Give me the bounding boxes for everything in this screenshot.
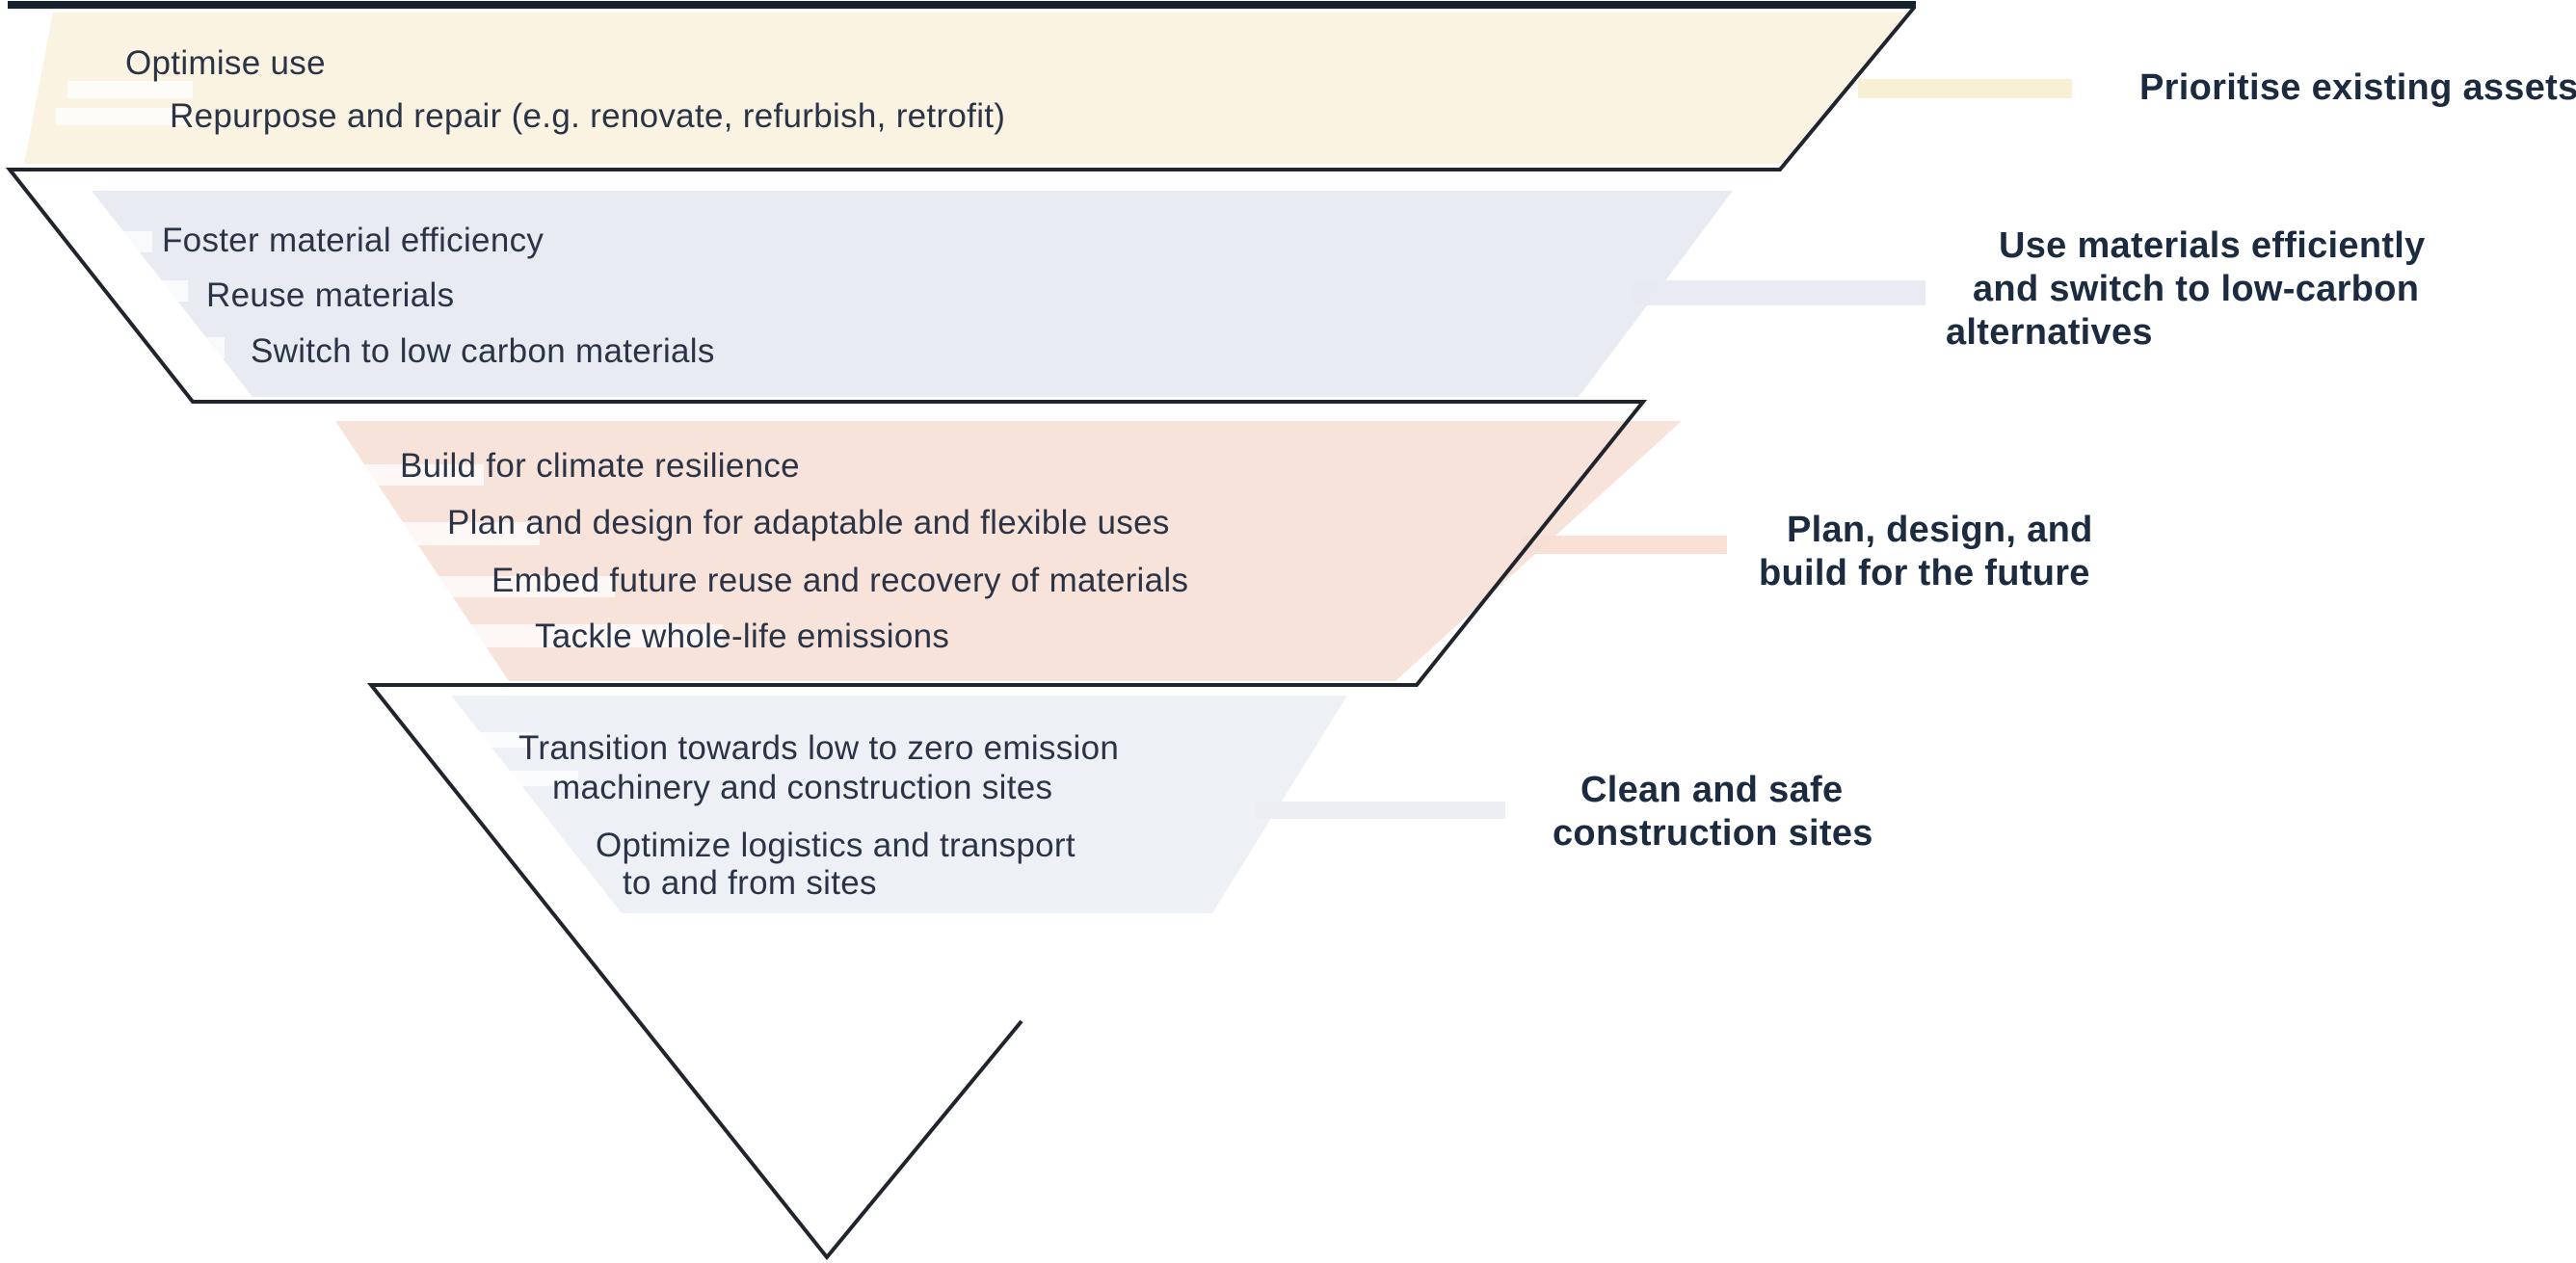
tier2-label: alternatives <box>1946 312 2153 353</box>
tier4-shape <box>451 696 1347 913</box>
tier2-item: Switch to low carbon materials <box>251 332 715 370</box>
tier4-item: machinery and construction sites <box>552 769 1053 806</box>
tier2-label: Use materials efficiently <box>1999 225 2426 266</box>
tier3-shape <box>335 421 1682 681</box>
tier2-label-connector <box>1631 280 1925 305</box>
tier4-item: Transition towards low to zero emission <box>518 729 1120 767</box>
tier3-item: Build for climate resilience <box>400 447 800 485</box>
tier3-label-connector <box>1523 536 1727 554</box>
tier1-item: Optimise use <box>125 44 326 82</box>
tier2-shape <box>92 191 1733 397</box>
tier1-item: Repurpose and repair (e.g. renovate, ref… <box>170 97 1006 135</box>
tier2-item: Foster material efficiency <box>162 222 544 259</box>
tier1-shape <box>24 13 1908 164</box>
tier3-label: build for the future <box>1759 553 2090 593</box>
tier4-item: to and from sites <box>623 864 877 902</box>
tier3-item: Tackle whole-life emissions <box>535 618 950 655</box>
tier3-item: Plan and design for adaptable and flexib… <box>447 504 1170 541</box>
tier2-item: Reuse materials <box>206 276 455 314</box>
tier1-label-connector <box>1858 79 2072 98</box>
pyramid-outline <box>5 6 1916 1261</box>
tier1-label: Prioritise existing assets <box>2139 67 2576 108</box>
tier3-label: Plan, design, and <box>1787 510 2093 550</box>
tier3-item: Embed future reuse and recovery of mater… <box>491 562 1189 599</box>
tier4-label-connector <box>1255 802 1505 819</box>
tier2-label: and switch to low-carbon <box>1973 269 2420 309</box>
tier4-label: Clean and safe <box>1580 770 1844 810</box>
tier4-item: Optimize logistics and transport <box>596 827 1076 864</box>
brush-texture-streaks <box>56 81 723 786</box>
tier4-label: construction sites <box>1553 813 1873 854</box>
